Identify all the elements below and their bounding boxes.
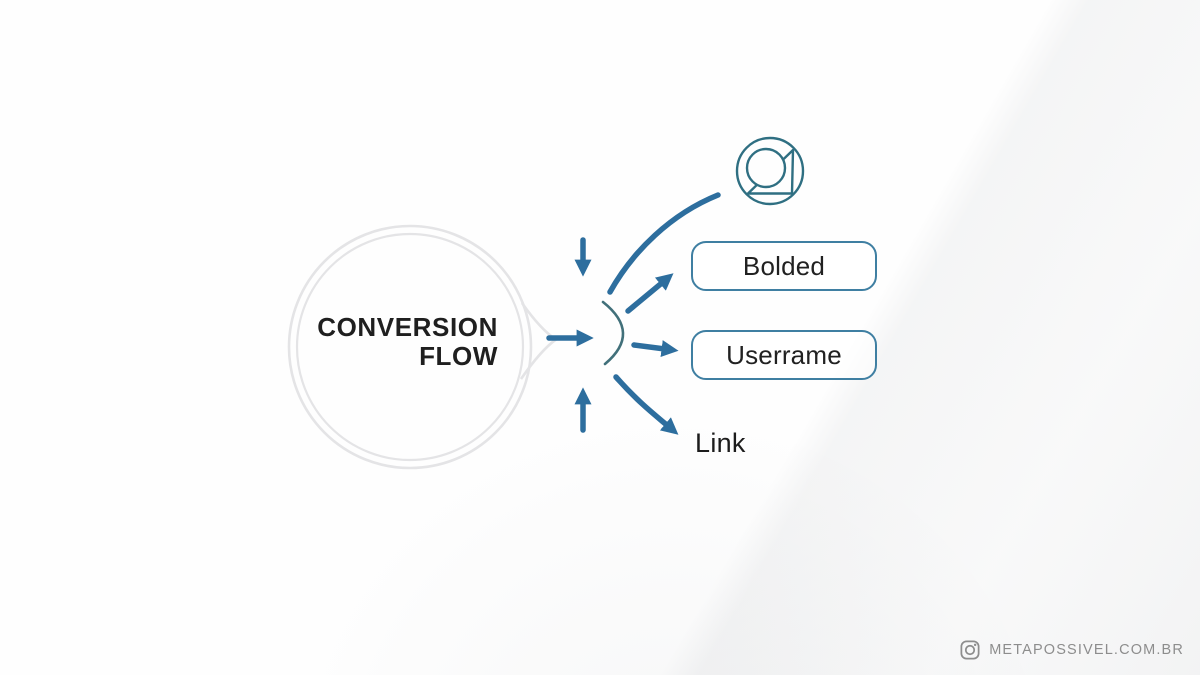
curve-to-avatar: [607, 192, 721, 295]
watermark-text: METAPOSSIVEL.COM.BR: [989, 642, 1184, 658]
instagram-icon: [960, 640, 980, 660]
hub-title-line2: FLOW: [419, 341, 498, 371]
flow-arrows: [546, 192, 721, 435]
node-username-label: Userrame: [726, 339, 842, 370]
node-bolded: Bolded: [691, 241, 877, 291]
arrow-to-username: [631, 340, 679, 358]
hub-title-line1: CONVERSION: [317, 312, 498, 342]
arrow-to-bolded: [625, 273, 674, 314]
user-avatar-icon: [735, 136, 805, 206]
node-link-label: Link: [695, 428, 746, 458]
avatar-outer-circle: [735, 136, 805, 206]
node-bolded-label: Bolded: [742, 250, 826, 281]
branch-arc: [601, 300, 625, 366]
hub-outer-ring: [287, 224, 533, 470]
node-username: Userrame: [691, 330, 877, 380]
arrow-to-link: [613, 374, 679, 435]
hub-inner-ring: [295, 232, 525, 462]
avatar-head-circle: [745, 147, 787, 189]
hub-title: CONVERSION FLOW: [290, 313, 498, 371]
watermark: METAPOSSIVEL.COM.BR: [959, 637, 1184, 663]
